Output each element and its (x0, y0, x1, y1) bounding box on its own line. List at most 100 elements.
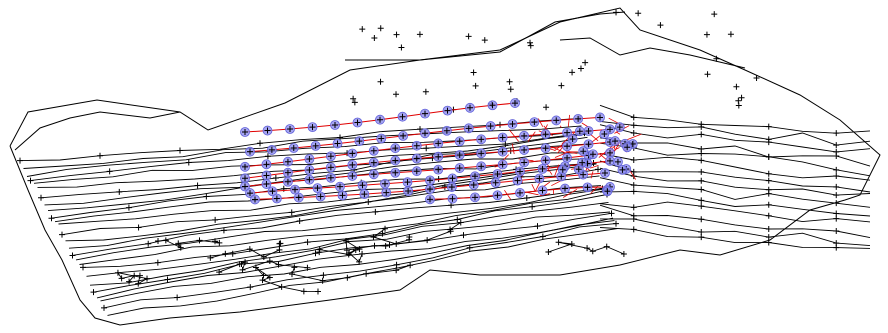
vertex-marker (337, 183, 343, 190)
vertex-marker (502, 141, 509, 148)
vertex-marker (454, 216, 461, 223)
contour-line (599, 124, 871, 153)
vertex-marker (579, 159, 586, 166)
vertex-marker (416, 31, 423, 38)
vertex-marker (216, 239, 223, 246)
vertex-marker (264, 153, 271, 160)
mesh-boundary (9, 7, 881, 326)
vertex-marker (269, 188, 276, 195)
vertex-marker (447, 226, 454, 233)
vertex-marker (472, 173, 478, 180)
vertex-marker (470, 181, 477, 188)
vertex-marker (630, 188, 637, 195)
vertex-marker (465, 33, 472, 40)
vertex-marker (534, 223, 541, 230)
vertex-marker (266, 274, 273, 281)
vertex-marker (196, 237, 203, 244)
mesh-right-spur (559, 37, 746, 69)
contour-line (599, 142, 871, 177)
vertex-marker (59, 231, 65, 238)
vertex-marker (386, 241, 393, 248)
vertex-marker (344, 274, 351, 281)
vertex-marker (304, 239, 311, 246)
vertex-marker (97, 152, 103, 159)
vertex-marker (612, 138, 619, 145)
selected-route-segment (537, 118, 544, 127)
vertex-marker (765, 234, 772, 241)
vertex-marker (753, 74, 760, 81)
vertex-marker (698, 131, 705, 138)
vertex-marker (378, 135, 385, 142)
mesh-left-spur (14, 111, 181, 151)
vertex-marker (704, 71, 711, 78)
vertex-marker (435, 153, 442, 160)
vertex-marker (236, 261, 243, 268)
vertex-marker (614, 158, 621, 165)
vertex-marker (467, 104, 473, 111)
vertex-marker (713, 55, 720, 62)
vertex-marker (499, 134, 506, 141)
vertex-marker (531, 119, 538, 126)
vertex-marker (393, 267, 400, 274)
vertex-marker (370, 147, 377, 154)
contour-line (599, 160, 871, 193)
vertex-marker (470, 69, 477, 76)
vertex-marker (765, 177, 772, 184)
vertex-marker (339, 192, 346, 199)
vertex-marker (555, 239, 562, 246)
vertex-marker (17, 157, 23, 164)
vertex-marker (472, 82, 479, 89)
selected-route-segment (504, 189, 511, 200)
vertex-marker (90, 289, 97, 296)
vertex-marker (284, 158, 291, 165)
vertex-marker (379, 230, 386, 237)
vertex-marker (424, 237, 431, 244)
vertex-marker (492, 179, 499, 186)
vertex-marker (306, 166, 313, 173)
vertex-marker (833, 130, 840, 137)
vertex-marker (539, 165, 546, 172)
contour-line (30, 132, 585, 182)
vertex-marker (393, 261, 400, 268)
vertex-marker (252, 264, 259, 271)
vertex-marker (601, 130, 608, 137)
vertex-marker (136, 272, 143, 279)
vertex-marker (125, 204, 132, 211)
vertex-marker (512, 100, 518, 107)
vertex-marker (536, 175, 543, 182)
vertex-marker (291, 264, 298, 271)
vertex-marker (383, 189, 390, 196)
vertex-marker (356, 246, 363, 253)
selected-route-segment (627, 133, 642, 140)
vertex-marker (266, 257, 273, 264)
vertex-marker (370, 159, 377, 166)
vertex-marker (393, 240, 400, 247)
selected-route-segment (531, 184, 536, 192)
vertex-marker (833, 172, 840, 179)
vertex-marker (343, 247, 350, 254)
selected-point-markers (240, 98, 638, 205)
vertex-marker (465, 125, 472, 132)
vertex-marker (260, 272, 267, 279)
selected-route-segment (562, 188, 578, 198)
vertex-marker (203, 193, 210, 200)
vertex-marker (507, 86, 514, 93)
vertex-marker (542, 157, 549, 164)
vertex-marker (562, 185, 568, 192)
vertex-marker (698, 234, 705, 241)
vertex-marker (296, 218, 303, 225)
vertex-marker (624, 144, 631, 151)
vertex-marker (273, 195, 280, 202)
vertex-marker (422, 88, 429, 95)
vertex-marker (131, 272, 138, 279)
vertex-marker (613, 9, 620, 16)
vertex-marker (630, 114, 637, 121)
vertex-marker (698, 123, 705, 130)
vertex-marker (207, 254, 214, 261)
vertex-marker (27, 177, 34, 184)
vertex-marker (564, 143, 571, 150)
vertex-marker (319, 277, 326, 284)
contour-line (93, 212, 612, 293)
contour-line (599, 120, 871, 146)
